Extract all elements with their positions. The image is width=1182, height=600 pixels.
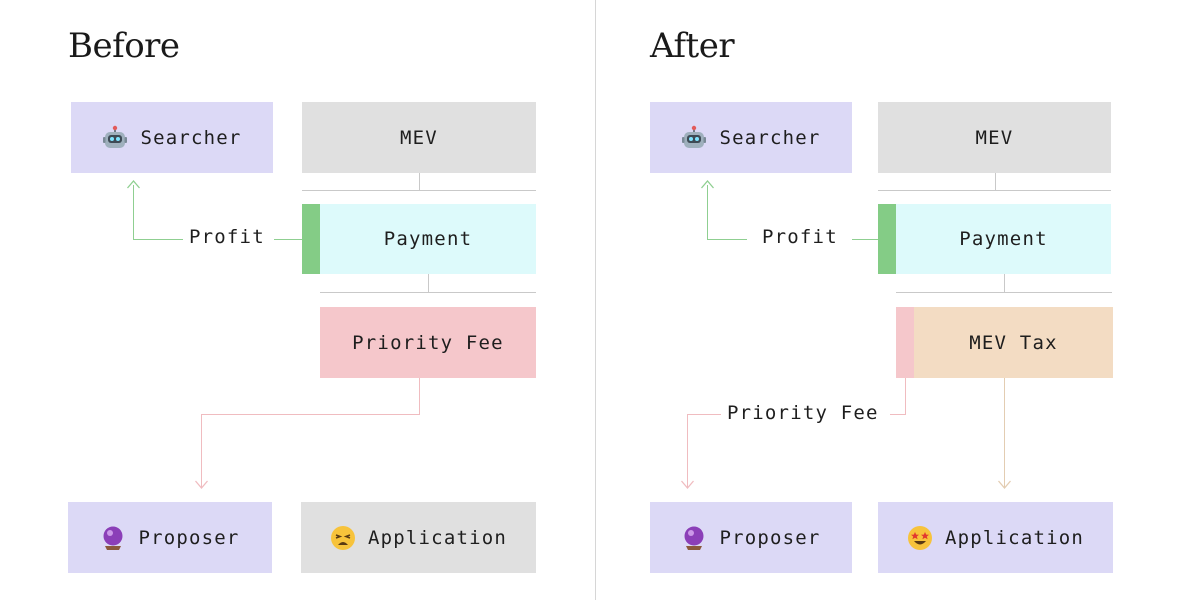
before-application-box: Application [301, 502, 536, 573]
before-fee-line-across [201, 414, 420, 415]
after-mev-tax-box: MEV Tax [914, 307, 1113, 378]
after-payment-box: Payment [896, 204, 1111, 274]
before-fee-line-down [419, 378, 420, 414]
before-searcher-label: Searcher [140, 126, 242, 149]
after-payment-connector [1004, 274, 1005, 292]
before-profit-label: Profit [183, 226, 271, 248]
after-fee-line-left [687, 414, 723, 415]
after-application-label: Application [944, 526, 1085, 549]
after-mev-connector [995, 173, 996, 190]
before-application-label: Application [367, 526, 508, 549]
after-profit-line-up [707, 185, 708, 239]
before-proposer-label: Proposer [138, 526, 240, 549]
star-struck-face-icon [907, 525, 933, 551]
after-searcher-box: Searcher [650, 102, 852, 173]
after-proposer-label: Proposer [719, 526, 821, 549]
before-mev-box: MEV [302, 102, 536, 173]
panel-divider [595, 0, 596, 600]
before-profit-line-up [133, 185, 134, 239]
after-profit-arrowhead [701, 180, 714, 189]
after-mev-tax-label: MEV Tax [969, 331, 1058, 354]
after-heading: After [650, 26, 735, 66]
after-proposer-arrowhead [681, 480, 694, 489]
before-payment-bracket [320, 292, 536, 293]
before-payment-box: Payment [320, 204, 536, 274]
after-fee-line-down [905, 378, 906, 414]
after-mev-box: MEV [878, 102, 1111, 173]
after-payment-bracket [896, 292, 1112, 293]
before-priority-fee-label: Priority Fee [352, 331, 504, 354]
after-application-arrowhead [998, 480, 1011, 489]
before-priority-fee-box: Priority Fee [320, 307, 536, 378]
before-profit-arrowhead [127, 180, 140, 189]
before-searcher-box: Searcher [71, 102, 273, 173]
weary-face-icon [330, 525, 356, 551]
after-tax-line-down [1004, 378, 1005, 488]
before-profit-line-left [133, 239, 185, 240]
after-profit-line-right [852, 239, 878, 240]
before-payment-connector [428, 274, 429, 292]
after-searcher-label: Searcher [719, 126, 821, 149]
before-payment-green-bar [302, 204, 320, 274]
after-mev-label: MEV [975, 126, 1014, 149]
before-fee-line-to-proposer [201, 414, 202, 488]
before-mev-connector [419, 173, 420, 190]
before-profit-line-right [274, 239, 302, 240]
after-payment-green-bar [878, 204, 896, 274]
after-profit-label: Profit [756, 226, 844, 248]
after-profit-line-left [707, 239, 747, 240]
after-priority-fee-slice [896, 307, 914, 378]
after-mev-bracket [878, 190, 1111, 191]
after-fee-line-right [890, 414, 906, 415]
after-application-box: Application [878, 502, 1113, 573]
before-mev-bracket [302, 190, 536, 191]
after-fee-line-to-proposer [687, 414, 688, 488]
before-proposer-arrowhead [195, 480, 208, 489]
robot-icon [102, 125, 128, 151]
before-payment-label: Payment [383, 228, 473, 250]
before-proposer-box: Proposer [68, 502, 272, 573]
before-heading: Before [68, 26, 180, 66]
after-proposer-box: Proposer [650, 502, 852, 573]
robot-icon [681, 125, 707, 151]
after-payment-label: Payment [959, 228, 1048, 250]
crystal-ball-icon [681, 525, 707, 551]
crystal-ball-icon [100, 525, 126, 551]
after-priority-fee-label: Priority Fee [721, 402, 885, 424]
before-mev-label: MEV [400, 126, 438, 149]
